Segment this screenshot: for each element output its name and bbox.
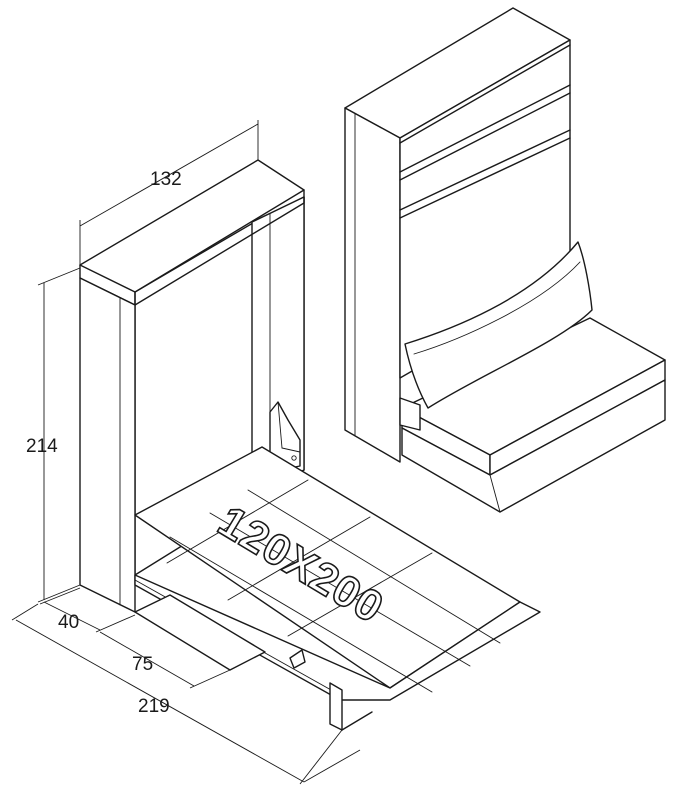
sofa-pillow <box>404 241 593 409</box>
closed-cabinet-left-side <box>344 107 401 463</box>
width-dimension-label: 132 <box>150 169 182 190</box>
dimension-lines: 132 214 40 75 219 <box>11 120 361 785</box>
mattress-grid <box>166 479 501 693</box>
depth-bed-dimension-label: 75 <box>132 654 153 675</box>
cabinet-right-side <box>251 196 305 496</box>
depth-closed-dimension-label: 40 <box>58 612 79 633</box>
bed-support-leg <box>329 682 343 731</box>
height-dimension-label: 214 <box>26 436 58 457</box>
sofa <box>401 317 666 513</box>
cabinet-bottom-panel <box>134 594 266 671</box>
cabinet-left-side <box>79 277 136 613</box>
closed-wall-bed-with-sofa <box>344 7 666 513</box>
depth-total-dimension-label: 219 <box>138 696 170 717</box>
